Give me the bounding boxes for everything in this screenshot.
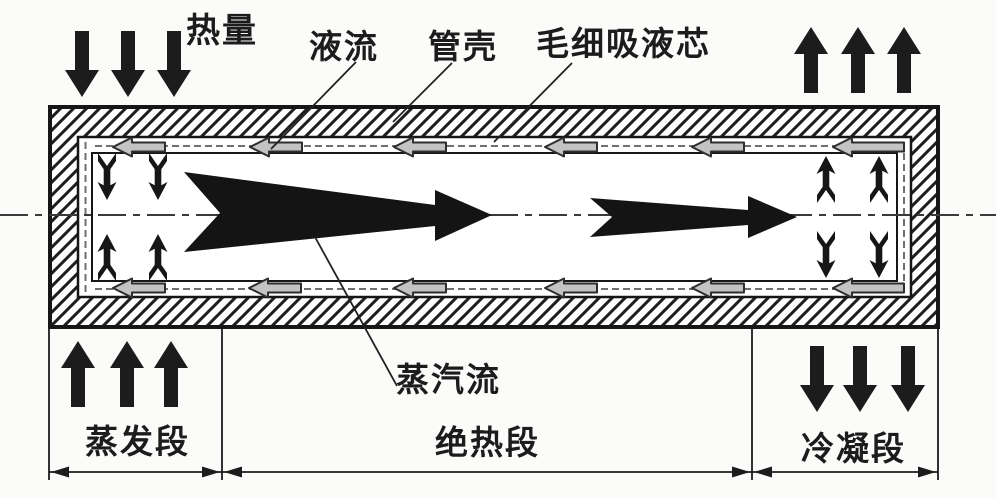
heat-arrow-up-icon (154, 341, 188, 407)
shell-leader-line (392, 62, 453, 123)
liquid-flow-leader-line (270, 61, 357, 150)
dim-arrow-icon (732, 466, 750, 478)
heat-arrow-up-icon (794, 27, 828, 93)
wick-leader-line (493, 62, 573, 143)
vapor-flow-arrow-main (184, 172, 492, 252)
heat-arrow-up-icon (841, 27, 875, 93)
dim-arrow-icon (754, 466, 772, 478)
heat-arrow-down-icon (800, 346, 834, 412)
dim-arrow-icon (224, 466, 242, 478)
heat-arrow-down-icon (891, 346, 925, 412)
heat-input-arrows-top (65, 31, 191, 97)
dim-arrow-icon (51, 466, 69, 478)
heat-arrow-down-icon (65, 31, 99, 97)
heat-arrow-down-icon (843, 346, 877, 412)
vapor-flow-leader-line (314, 236, 398, 387)
liquid-flow-label: 液流 (309, 28, 379, 65)
wick-label: 毛细吸液芯 (536, 25, 711, 62)
condenser-section-label: 冷凝段 (801, 430, 906, 467)
leader-lines (270, 61, 573, 387)
vapor-flow-label: 蒸汽流 (396, 361, 501, 398)
heat-label: 热量 (186, 12, 258, 50)
heat-output-arrows-bottom (800, 346, 925, 412)
dim-arrow-icon (202, 466, 220, 478)
heat-arrow-up-icon (61, 341, 95, 407)
dim-arrow-icon (918, 466, 936, 478)
shell-label: 管壳 (428, 28, 498, 65)
heat-arrow-up-icon (887, 27, 921, 93)
vapor-flow-arrow-secondary (590, 196, 797, 238)
heat-input-arrows-bottom (61, 341, 188, 407)
heat-arrow-down-icon (111, 31, 145, 97)
adiabatic-section-label: 绝热段 (435, 424, 540, 461)
heat-output-arrows-top (794, 27, 921, 93)
heat-arrow-up-icon (110, 341, 144, 407)
section-dimensions (48, 329, 939, 480)
evaporator-section-label: 蒸发段 (85, 423, 190, 460)
